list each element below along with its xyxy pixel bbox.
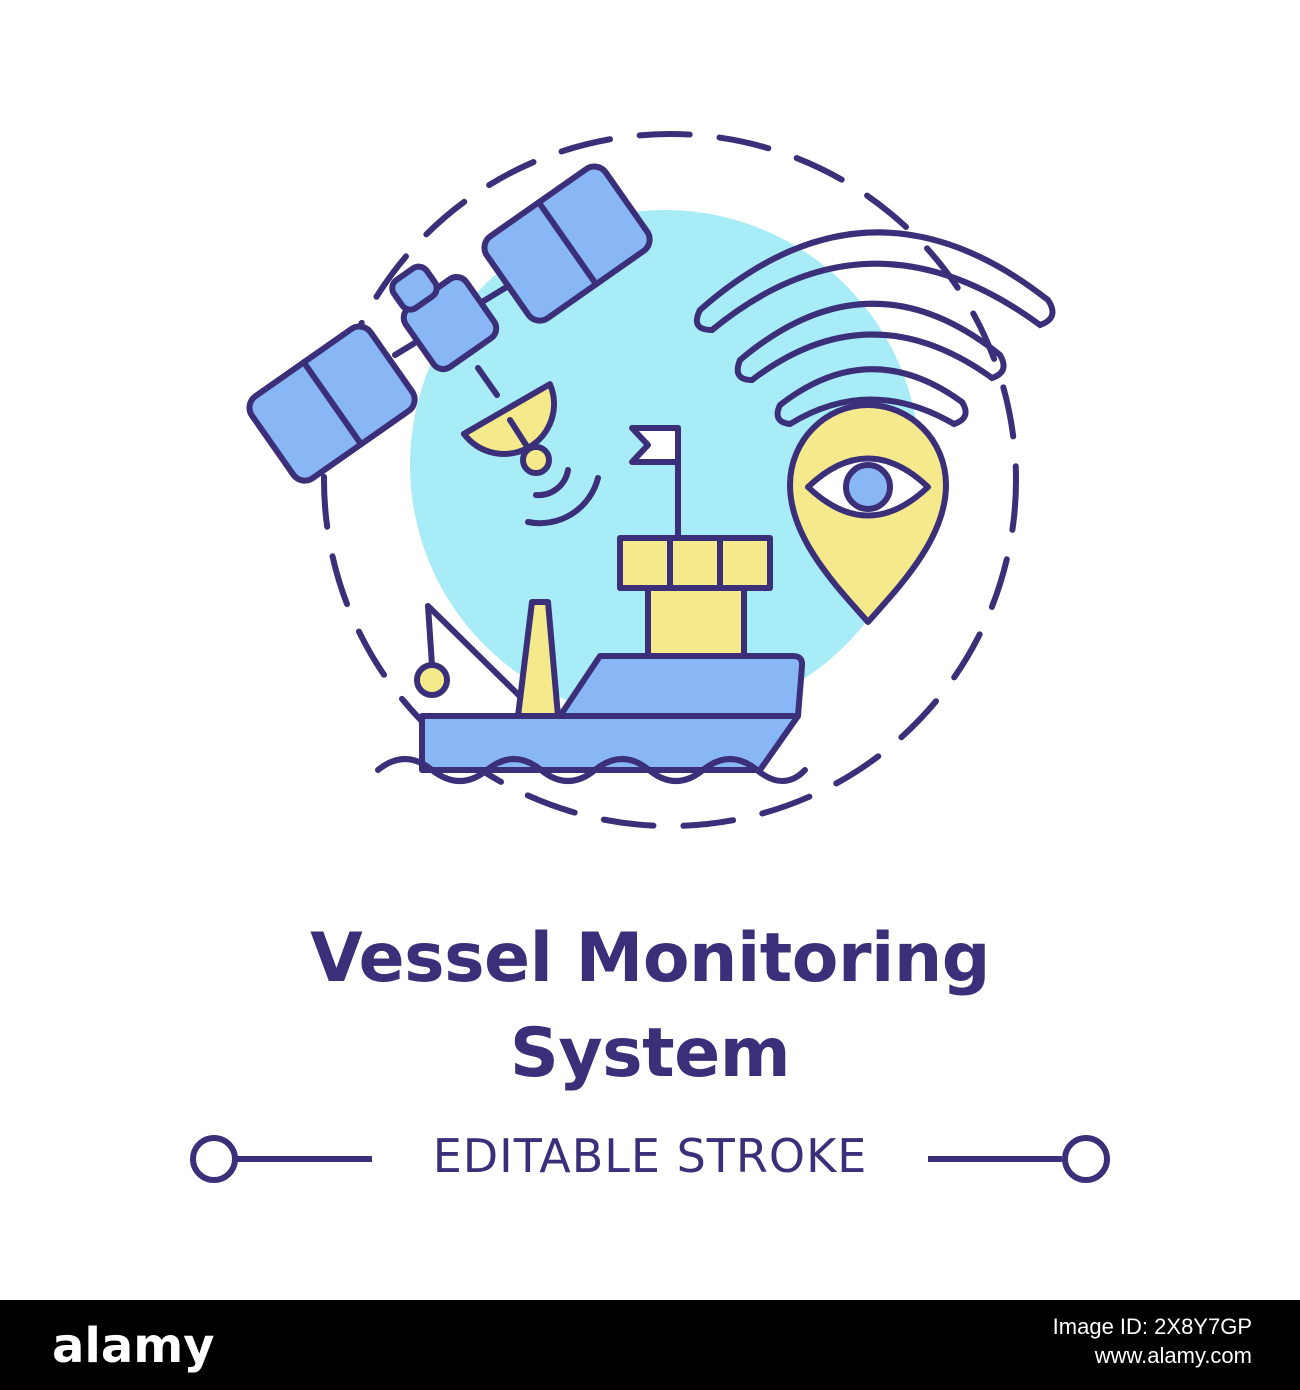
boat-icon — [375, 425, 808, 784]
image-info: Image ID: 2X8Y7GP www.alamy.com — [1053, 1313, 1252, 1370]
title-line-2: System — [509, 1014, 791, 1093]
site-url-text: www.alamy.com — [1094, 1342, 1252, 1368]
editable-stroke-decoration — [190, 1135, 1110, 1183]
editable-stroke-label: EDITABLE STROKE — [432, 1129, 868, 1183]
footer-bar — [0, 1300, 1300, 1390]
right-node-circle — [1062, 1135, 1110, 1183]
location-eye-pin-icon — [787, 402, 949, 625]
satellite-icon — [246, 163, 653, 527]
vessel-monitoring-illustration — [246, 131, 1056, 829]
wifi-signal-icon — [694, 229, 1056, 428]
title-line-1: Vessel Monitoring — [310, 919, 990, 998]
left-node-circle — [190, 1135, 238, 1183]
dashed-ring — [321, 131, 1019, 829]
image-id-text: Image ID: 2X8Y7GP — [1052, 1314, 1252, 1339]
brand-logo: alamy — [52, 1318, 215, 1374]
